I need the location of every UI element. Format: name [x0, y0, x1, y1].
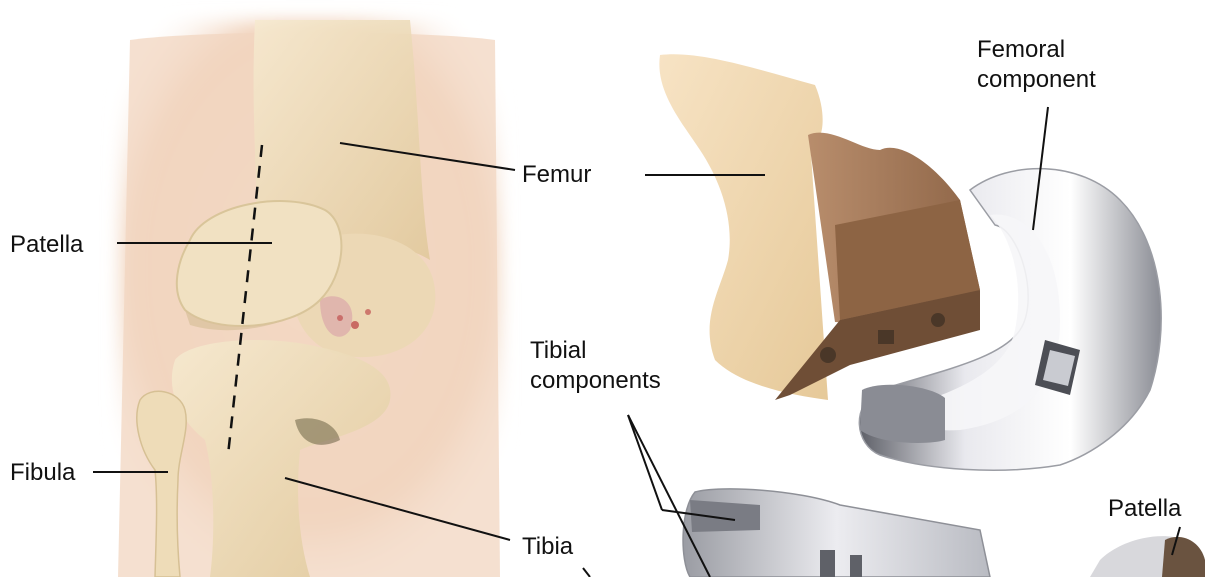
label-femoral-component-line2: component [977, 65, 1096, 95]
leader-tibial-components-2 [628, 415, 662, 510]
label-femoral-component: Femoral component [977, 35, 1096, 95]
leader-tibia-tail [583, 568, 590, 577]
label-patella-right: Patella [1108, 494, 1181, 524]
label-femoral-component-line1: Femoral [977, 35, 1096, 65]
femur-right-bone [659, 54, 828, 400]
label-patella-left: Patella [10, 230, 83, 260]
label-femur: Femur [522, 160, 591, 190]
label-fibula: Fibula [10, 458, 75, 488]
tibial-components-implant [683, 489, 990, 577]
label-tibia: Tibia [522, 532, 573, 562]
label-tibial-components-line1: Tibial [530, 336, 661, 366]
label-tibial-components: Tibial components [530, 336, 661, 396]
label-tibial-components-line2: components [530, 366, 661, 396]
patella-implant [1090, 536, 1205, 577]
